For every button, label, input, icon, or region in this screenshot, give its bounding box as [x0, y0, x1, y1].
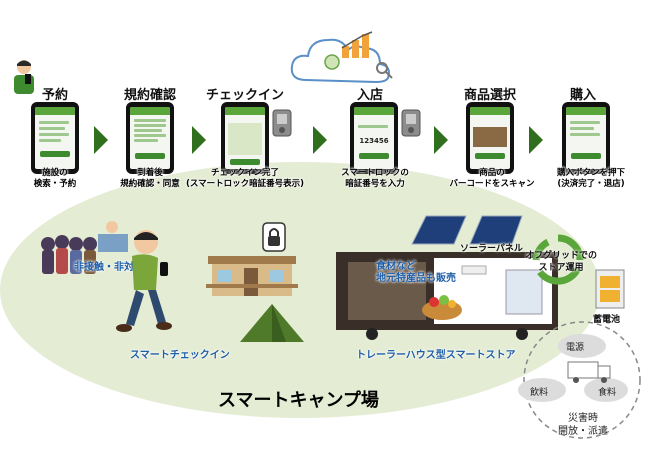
cloud-icon [290, 31, 393, 84]
flow-arrow [192, 126, 206, 154]
walking-man-icon [116, 230, 172, 332]
step-title-checkin: チェックイン [205, 88, 284, 103]
recycle-arrows-icon [532, 234, 584, 285]
padlock-icon [262, 222, 286, 252]
person-phone-icon [14, 60, 34, 94]
smart-lock-icon [272, 109, 292, 137]
flow-arrow [434, 126, 448, 154]
label-local-products: 食材など地元特産品も販売 [376, 261, 456, 284]
step-title-enter: 入店 [356, 88, 383, 103]
label-power: 電源 [566, 343, 585, 353]
phone-enter: 123456 [350, 102, 398, 174]
disaster-circle [518, 321, 641, 439]
caption-checkin: チェックイン完了(スマートロック暗証番号表示) [185, 168, 305, 189]
battery-icon [595, 269, 625, 309]
label-solar-panel: ソーラーパネル [460, 244, 523, 254]
caption-purchase: 購入ボタンを押下(決済完了・退店) [556, 168, 625, 189]
lock-code: 123456 [359, 137, 389, 145]
label-trailer-store: トレーラーハウス型スマートストア [356, 350, 516, 361]
chart-icon [341, 31, 373, 58]
phone-reserve [31, 102, 79, 174]
flow-arrow [313, 126, 327, 154]
phone-purchase [562, 102, 610, 174]
magnifier-icon [376, 62, 393, 79]
label-smart-checkin: スマートチェックイン [130, 350, 230, 361]
map-icon [228, 123, 262, 155]
camp-title: スマートキャンプ場 [218, 390, 379, 411]
phone-checkin [221, 102, 269, 174]
tent-icon [240, 304, 304, 342]
pie-icon [324, 54, 340, 70]
label-drink: 飲料 [530, 388, 549, 398]
caption-select: 商品のバーコードをスキャン [449, 168, 535, 189]
label-contactless: 非接触・非対面 [74, 262, 144, 273]
caption-reserve: 施設の検索・予約 [33, 168, 77, 189]
caption-terms: 到着後規約確認・同意 [120, 168, 180, 189]
product-shelf-icon [473, 127, 507, 147]
phone-select [466, 102, 514, 174]
solar-panel-icon [411, 215, 523, 245]
flow-arrow [94, 126, 108, 154]
caption-enter: スマートロックの暗証番号を入力 [341, 168, 409, 189]
label-food: 食料 [598, 388, 617, 398]
truck-icon [567, 361, 611, 383]
step-title-reserve: 予約 [41, 88, 68, 103]
crowd-reception-icon [41, 221, 128, 274]
phone-terms [126, 102, 174, 174]
step-title-purchase: 購入 [569, 88, 596, 103]
label-storage-battery: 蓄電池 [593, 315, 621, 325]
label-offgrid: オフグリッドでのストア運用 [525, 251, 598, 273]
smart-lock-icon [401, 109, 421, 137]
flow-arrow [529, 126, 543, 154]
step-title-select: 商品選択 [463, 88, 516, 103]
trailer-store-icon [336, 252, 558, 340]
cabin-icon [206, 256, 298, 296]
step-title-terms: 規約確認 [123, 88, 176, 103]
label-disaster: 災害時開放・派遣 [558, 413, 608, 437]
